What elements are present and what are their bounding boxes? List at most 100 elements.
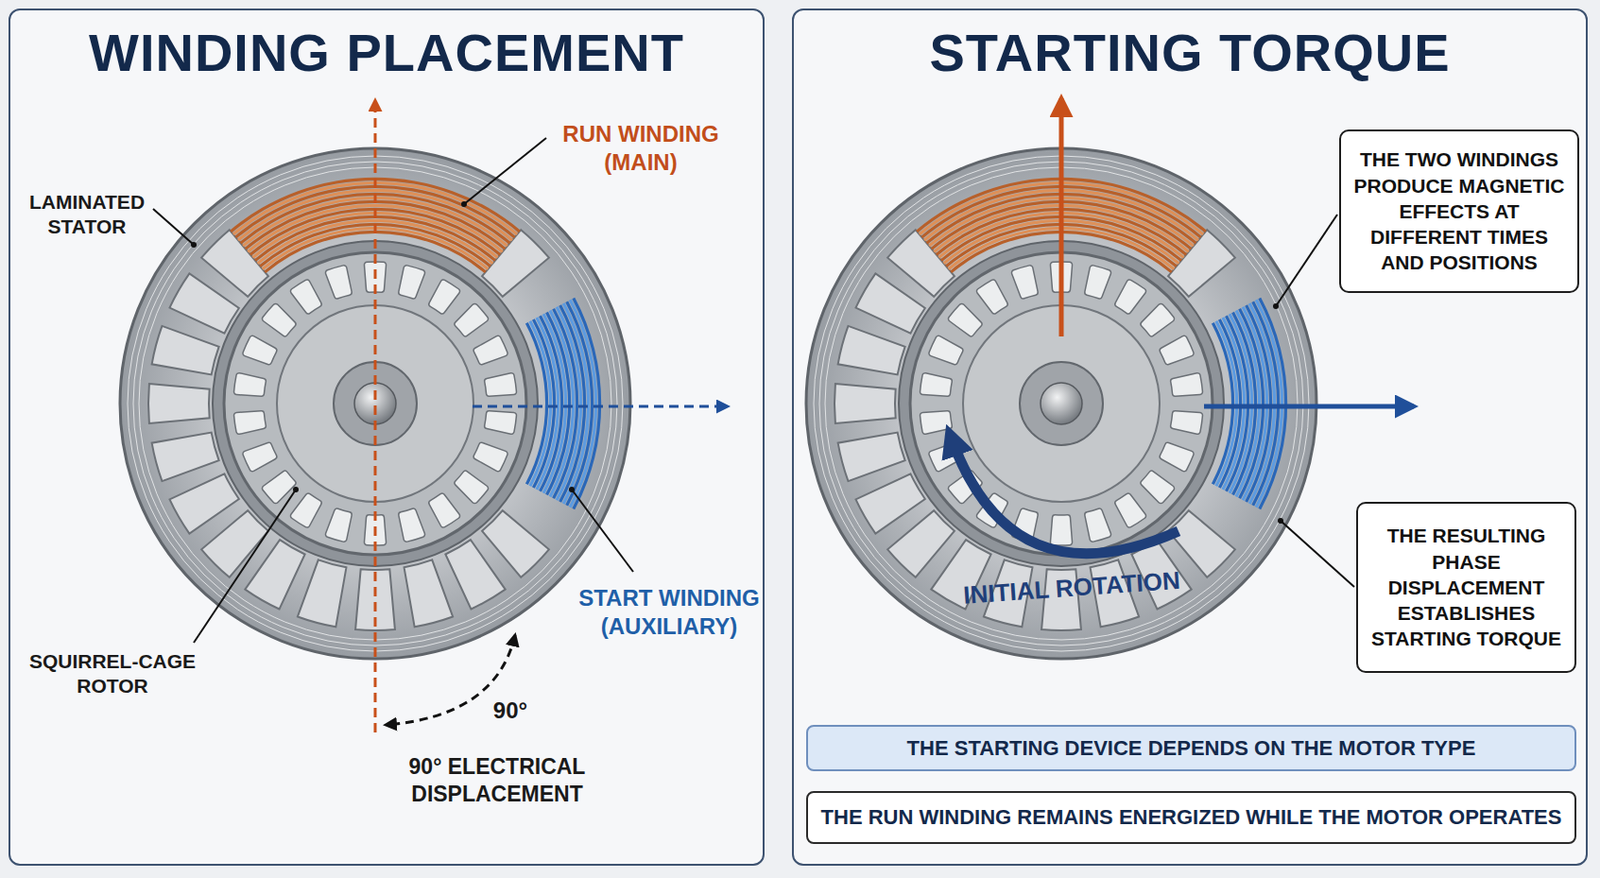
start-winding-coil xyxy=(1221,316,1247,490)
lamination-line xyxy=(825,167,1298,640)
rotor-bar xyxy=(429,493,461,528)
start-winding-coil xyxy=(571,297,602,511)
rotor-bar xyxy=(290,493,322,528)
rotor-bar xyxy=(1011,265,1038,299)
stator-slot xyxy=(355,568,396,631)
stator-slot xyxy=(838,326,906,376)
rotor-bar xyxy=(1011,508,1038,542)
note-text: THE TWO WINDINGS PRODUCE MAGNETIC EFFECT… xyxy=(1350,146,1568,276)
rotor-bar xyxy=(484,373,517,397)
part-label: LAMINATED STATOR xyxy=(6,189,168,241)
rotor-bar xyxy=(1115,279,1147,314)
rotor-disc xyxy=(276,305,474,502)
start-winding-coil xyxy=(538,314,564,492)
stator-slot xyxy=(887,510,955,578)
stator-slot xyxy=(201,229,269,297)
callout-box: THE RESULTING PHASE DISPLACEMENT ESTABLI… xyxy=(1356,501,1577,673)
rotation-arrow xyxy=(950,436,1179,554)
rotor-bar xyxy=(947,470,981,503)
lamination-line xyxy=(133,161,618,646)
start-winding-coil xyxy=(1231,311,1257,497)
stator-slot xyxy=(887,229,955,297)
motor-illustration xyxy=(120,148,631,659)
run-winding-coil xyxy=(920,185,1202,240)
callout-box: THE TWO WINDINGS PRODUCE MAGNETIC EFFECT… xyxy=(1339,129,1580,293)
rotor-bar xyxy=(234,411,267,435)
run-winding-coil xyxy=(232,181,518,236)
stator-slot xyxy=(1041,568,1082,631)
rotor-bar xyxy=(929,442,964,471)
start-winding-coil xyxy=(528,320,552,487)
start-axis-arrow xyxy=(472,405,728,409)
start-winding-coil xyxy=(1251,300,1280,506)
start-winding-coil xyxy=(562,302,590,504)
run-winding-coil xyxy=(928,196,1195,248)
note-text: THE RESULTING PHASE DISPLACEMENT ESTABLI… xyxy=(1367,522,1566,652)
illustration-panel: WINDING PLACEMENT xyxy=(8,8,765,866)
start-winding-coil xyxy=(1228,313,1255,495)
rotor-core xyxy=(223,252,527,555)
run-winding-coil xyxy=(932,204,1190,254)
shaft xyxy=(1040,382,1083,425)
start-winding-coil xyxy=(1235,309,1262,498)
run-winding-coil xyxy=(234,185,516,240)
run-winding-coil xyxy=(251,211,499,259)
start-winding-coil xyxy=(558,304,586,503)
rotor-bar xyxy=(473,442,508,471)
run-winding-coil xyxy=(254,215,497,262)
stator-slot xyxy=(1090,559,1140,627)
rotor-bar xyxy=(234,373,267,397)
rotor-hub xyxy=(333,361,417,446)
rotor-bar xyxy=(1140,470,1174,503)
start-winding-coil xyxy=(1257,297,1288,511)
run-winding-coil xyxy=(923,189,1200,242)
run-winding-coil xyxy=(249,207,501,257)
start-winding-coil xyxy=(551,308,579,499)
rotor-bar xyxy=(1140,303,1174,336)
stator-slot xyxy=(855,273,925,333)
part-label: SQUIRREL-CAGE ROTOR xyxy=(17,649,207,700)
run-winding-coil xyxy=(258,223,492,268)
rotor-bar xyxy=(290,279,322,314)
lamination-line xyxy=(127,155,623,652)
shaft xyxy=(354,382,396,425)
stator-slot xyxy=(169,273,239,333)
leader-line xyxy=(571,489,634,572)
start-winding-coil xyxy=(545,311,571,497)
motor-illustration xyxy=(806,148,1317,659)
rotor-bar xyxy=(454,470,488,503)
run-winding-coil xyxy=(229,177,521,233)
run-winding-coil xyxy=(943,219,1181,265)
rotor-bar xyxy=(1159,442,1194,471)
start-winding-coil xyxy=(1238,308,1265,499)
stator-slot xyxy=(983,559,1033,627)
leader-dot xyxy=(1273,303,1279,310)
rotor-bar xyxy=(473,335,508,364)
note-text: THE STARTING DEVICE DEPENDS ON THE MOTOR… xyxy=(907,736,1477,761)
rotor-disc xyxy=(963,305,1160,502)
lamination-line xyxy=(819,161,1304,646)
angle-arrow xyxy=(385,635,516,725)
leader-dot xyxy=(461,201,467,207)
start-winding-coil xyxy=(1224,314,1250,492)
rotor-bar xyxy=(363,515,386,546)
run-axis-arrow xyxy=(374,100,378,733)
rotor-bar xyxy=(1084,508,1112,542)
start-winding-coil xyxy=(568,299,598,509)
start-winding-coil xyxy=(535,316,561,490)
rotor-bar xyxy=(398,508,426,542)
rotor-bar xyxy=(976,493,1008,528)
leader-dot xyxy=(568,486,575,493)
run-winding-coil xyxy=(930,200,1193,251)
leader-dot xyxy=(1277,517,1284,524)
stator-slot xyxy=(481,510,550,578)
run-winding-coil xyxy=(257,219,495,265)
run-winding-coil xyxy=(263,230,487,274)
stator-slot xyxy=(1131,539,1191,609)
run-winding-coil xyxy=(261,226,490,271)
rotor-bar xyxy=(325,508,352,542)
leader-line xyxy=(464,137,547,205)
part-label: START WINDING (AUXILIARY) xyxy=(574,584,764,641)
start-field-arrow xyxy=(1204,404,1414,410)
start-winding-coil xyxy=(532,318,556,489)
